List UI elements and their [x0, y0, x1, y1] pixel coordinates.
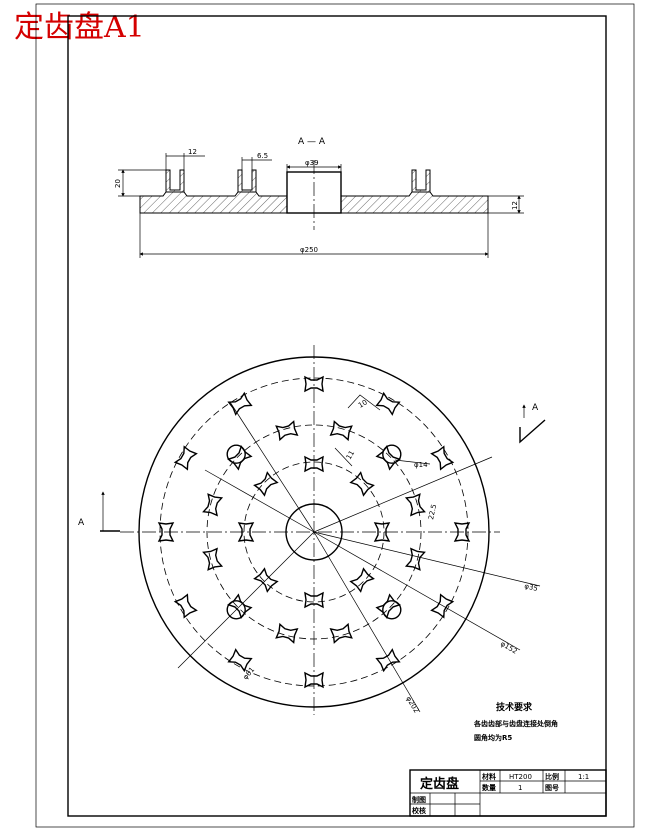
material-value: HT200 — [509, 773, 532, 781]
drawn-label: 制图 — [412, 795, 426, 804]
dim-slot-width: 10 — [357, 398, 369, 409]
view-label-right: A — [532, 403, 539, 413]
checked-label: 校核 — [412, 806, 426, 815]
tooth-slot — [173, 445, 198, 471]
tooth-slot — [453, 522, 471, 542]
dim-plate-thickness: 12 — [511, 201, 519, 210]
outer-frame — [35, 3, 635, 828]
bolt-holes — [226, 444, 402, 620]
tooth-slot — [226, 593, 253, 620]
dim-r5: φ61 — [241, 666, 256, 682]
dim-r4: φ202 — [404, 695, 420, 715]
part-name: 定齿盘 — [419, 776, 459, 792]
bolt-hole — [226, 444, 246, 464]
tooth-slot — [349, 567, 375, 593]
dim-hole: φ14 — [414, 461, 428, 469]
notes-heading: 技术要求 — [496, 701, 533, 713]
qty-value: 1 — [518, 784, 522, 792]
tooth-slot — [226, 444, 253, 471]
tooth-slot — [237, 522, 255, 542]
dim-hub-bore: φ39 — [305, 159, 319, 167]
tooth-slot — [202, 493, 224, 517]
tooth-slot — [373, 522, 391, 542]
bolt-hole — [382, 444, 402, 464]
tooth-slot — [227, 391, 253, 416]
notes-line-2: 圆角均为R5 — [474, 733, 512, 742]
section-view: A — A φ250 φ39 12 6.5 — [114, 137, 524, 258]
technical-notes: 技术要求 各齿齿部与齿盘连接处倒角 圆角均为R5 — [473, 701, 558, 742]
tooth-slot — [304, 671, 324, 689]
notes-line-1: 各齿齿部与齿盘连接处倒角 — [473, 719, 558, 728]
section-plate-right — [340, 191, 489, 214]
tooth-slot — [253, 567, 279, 593]
qty-label: 数量 — [482, 783, 496, 792]
tooth-slot — [202, 547, 224, 571]
plan-view: 10 11 φ14 22.5 φ35 φ152 φ202 φ61 A A — [78, 345, 546, 715]
tooth-slot — [329, 420, 353, 442]
tooth-slot — [430, 593, 455, 619]
tooth-slot — [404, 547, 426, 571]
tooth-slot — [275, 420, 299, 442]
tooth-slot — [375, 648, 401, 673]
dim-rib-height: 20 — [114, 179, 122, 188]
section-plate-left — [139, 191, 288, 214]
dim-rib-width: 12 — [188, 148, 197, 156]
dim-outer-diameter: φ250 — [300, 246, 318, 254]
dim-rib-gap: 6.5 — [257, 152, 268, 160]
tooth-slot — [275, 622, 299, 644]
section-rib-2 — [237, 169, 257, 193]
tooth-slot — [227, 648, 253, 673]
drawing-no-label: 图号 — [545, 783, 559, 792]
tooth-slot — [329, 622, 353, 644]
tooth-slot — [375, 593, 402, 620]
tooth-slot — [375, 444, 402, 471]
title-block: 定齿盘 材料 HT200 比例 1:1 数量 1 图号 制图 校核 — [409, 769, 607, 817]
bolt-hole — [226, 600, 246, 620]
tooth-slot — [430, 445, 455, 471]
scale-label: 比例 — [545, 772, 559, 781]
tooth-slots — [157, 375, 471, 689]
dim-slot-depth: 11 — [345, 449, 356, 461]
tooth-slot — [404, 493, 426, 517]
section-rib-3 — [411, 169, 431, 193]
section-title: A — A — [298, 137, 326, 147]
tooth-slot — [304, 375, 324, 393]
dim-r2: φ35 — [524, 582, 539, 593]
tooth-slot — [304, 591, 324, 609]
dim-r1: 22.5 — [427, 503, 438, 520]
bolt-hole — [382, 600, 402, 620]
tooth-slot — [173, 593, 198, 619]
tooth-slot — [253, 471, 279, 497]
dim-r3: φ152 — [499, 640, 519, 656]
view-label-left: A — [78, 518, 85, 528]
tooth-slot — [349, 471, 375, 497]
scale-value: 1:1 — [578, 773, 589, 781]
tooth-slot — [157, 522, 175, 542]
inner-frame — [67, 15, 607, 817]
tooth-slot — [304, 455, 324, 473]
section-rib-1 — [165, 169, 185, 193]
tooth-slot — [375, 391, 401, 416]
material-label: 材料 — [481, 772, 496, 781]
